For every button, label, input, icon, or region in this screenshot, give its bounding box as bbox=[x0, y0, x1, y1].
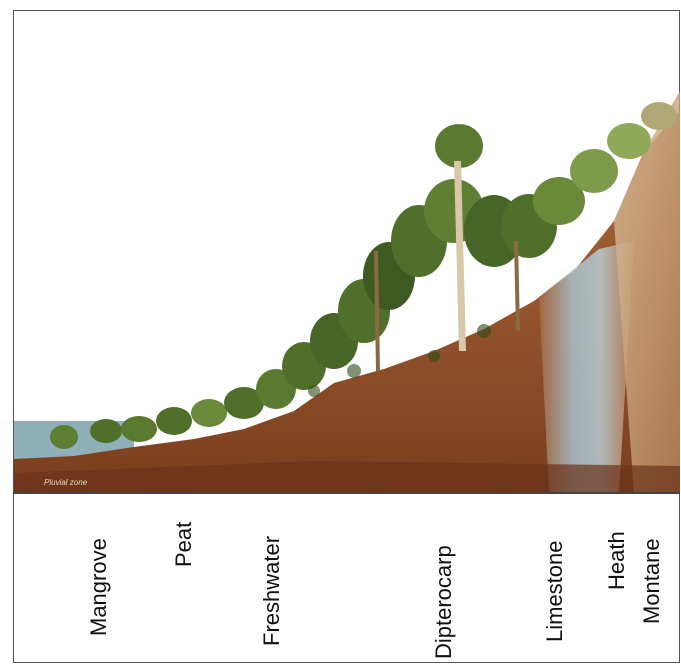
pluvial-zone-caption: Pluvial zone bbox=[44, 478, 88, 487]
baseline-divider bbox=[13, 492, 680, 494]
zone-label-freshwater: Freshwater bbox=[259, 536, 285, 646]
zone-label-peat: Peat bbox=[171, 522, 197, 567]
forest-cross-section-illustration: Pluvial zone bbox=[14, 11, 680, 493]
zone-label-montane: Montane bbox=[639, 538, 665, 624]
zone-label-mangrove: Mangrove bbox=[86, 538, 112, 636]
zone-label-heath: Heath bbox=[604, 531, 630, 590]
zone-label-dipterocarp: Dipterocarp bbox=[431, 545, 457, 659]
zone-label-limestone: Limestone bbox=[542, 540, 568, 642]
